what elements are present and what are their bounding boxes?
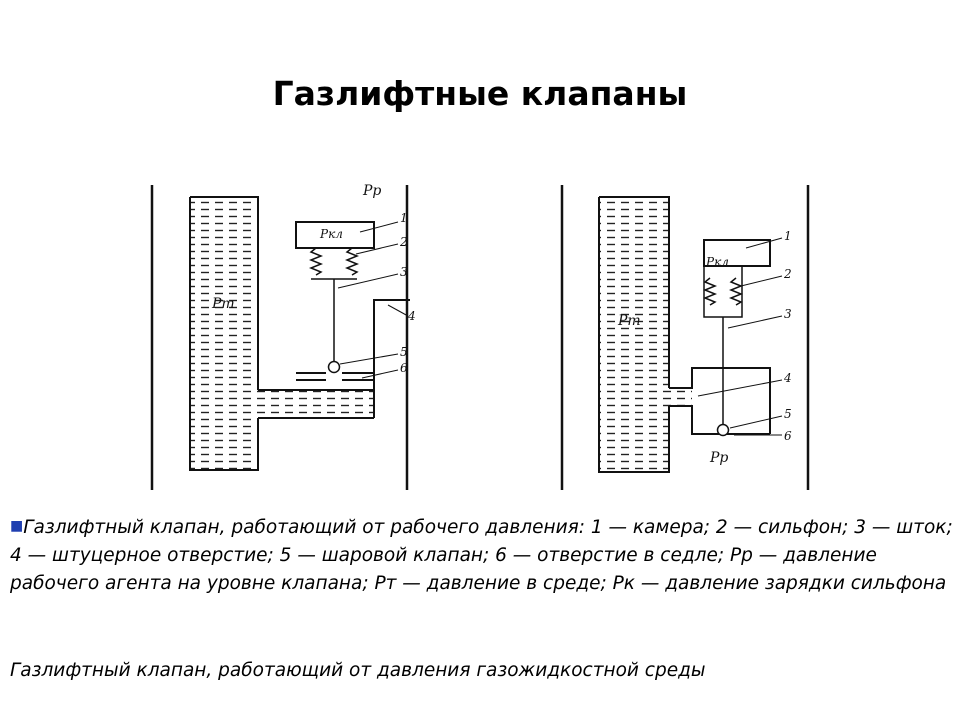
right-number-4: 4 [783, 371, 792, 385]
right-tubing-outline [598, 196, 670, 473]
left-number-6: 6 [400, 361, 408, 375]
left-number-3: 3 [400, 265, 408, 279]
left-number-4: 4 [407, 309, 416, 323]
right-number-1: 1 [784, 229, 792, 243]
right-number-3: 3 [784, 307, 792, 321]
right-valve-body [669, 367, 771, 435]
right-valve-diagram: Pт Pкл Pр 1 2 3 4 5 6 [560, 185, 810, 490]
left-inlet-port [373, 299, 410, 390]
right-number-5: 5 [784, 407, 792, 421]
left-label-pp: Pр [362, 183, 381, 199]
right-tubing-liquid [599, 197, 692, 472]
right-label-pt: Pт [617, 313, 641, 329]
valve-diagrams: Pр Pт Pкл 1 2 3 4 5 6 [130, 150, 830, 500]
caption-text-1: Газлифтный клапан, работающий от рабочег… [10, 517, 953, 594]
right-label-pkl: Pкл [705, 255, 729, 269]
right-number-6: 6 [784, 429, 792, 443]
right-label-pp: Pр [709, 450, 728, 466]
caption-working-pressure: ■Газлифтный клапан, работающий от рабоче… [10, 512, 955, 598]
left-bellows-spring-2 [344, 247, 360, 276]
left-tubing-outline [189, 196, 259, 471]
left-tubing-liquid [190, 197, 374, 470]
right-number-2: 2 [783, 267, 792, 281]
bullet-icon: ■ [10, 518, 24, 534]
left-label-pkl: Pкл [319, 227, 343, 241]
left-number-2: 2 [399, 235, 408, 249]
left-number-1: 1 [400, 211, 408, 225]
right-chamber [703, 239, 771, 267]
slide-title: Газлифтные клапаны [272, 74, 688, 113]
left-number-5: 5 [400, 345, 408, 359]
right-ball-valve [716, 423, 730, 437]
left-ball-valve [327, 360, 341, 374]
caption-fluid-pressure: Газлифтный клапан, работающий от давлени… [10, 660, 706, 681]
left-bellows-spring-1 [308, 247, 324, 276]
right-bellows-spring-1 [702, 277, 718, 306]
left-chamber [295, 221, 375, 249]
left-valve-diagram: Pр Pт Pкл 1 2 3 4 5 6 [150, 183, 416, 490]
right-bellows-spring-2 [728, 277, 744, 306]
left-label-pt: Pт [211, 296, 235, 312]
